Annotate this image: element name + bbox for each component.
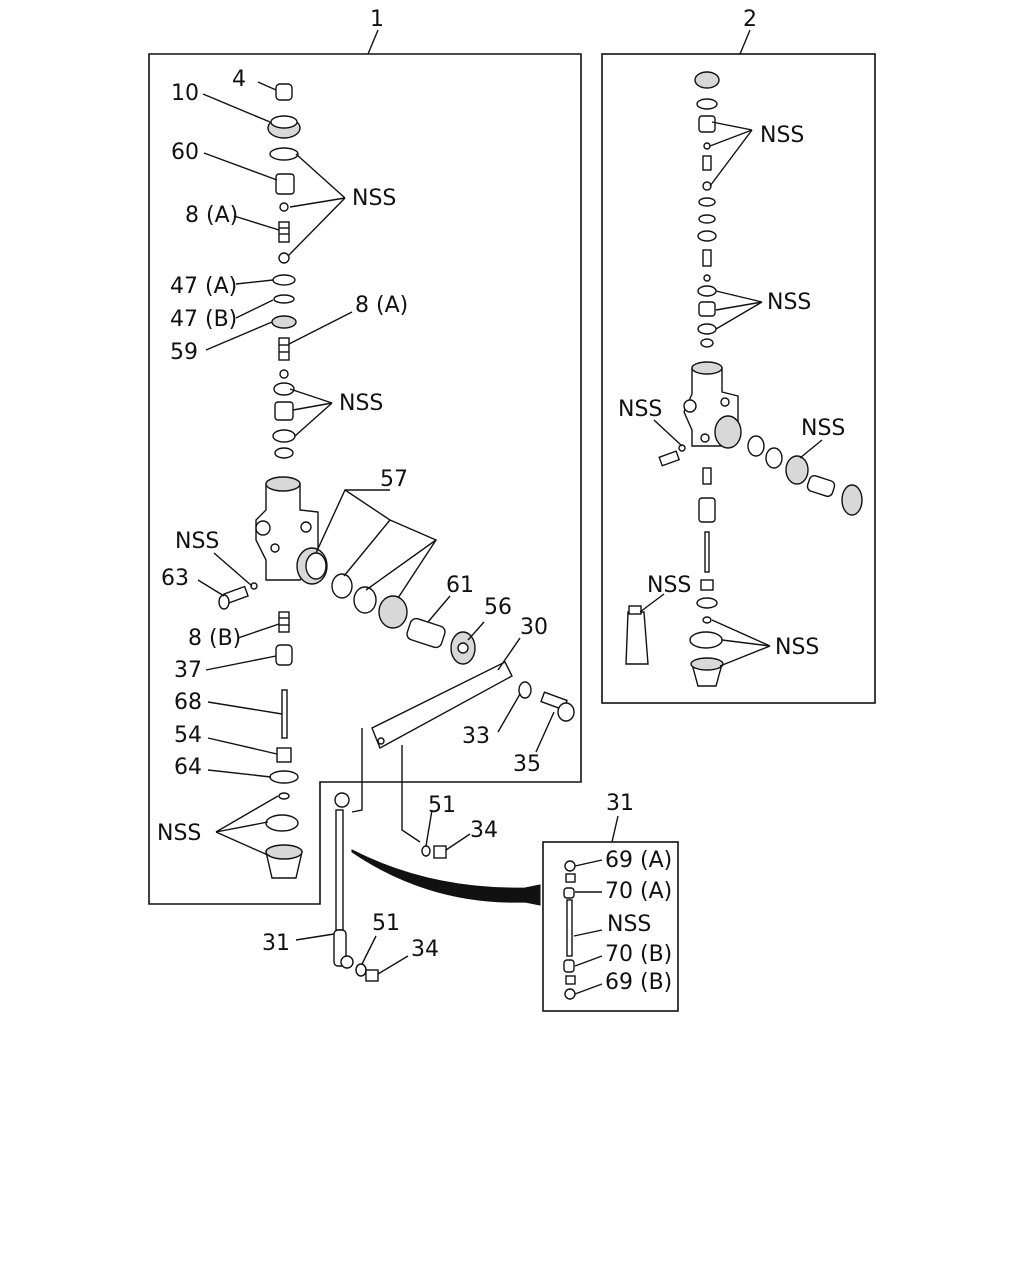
callout-nss-detail: NSS bbox=[607, 912, 651, 937]
callout-69a: 69 (A) bbox=[605, 848, 672, 873]
callout-37: 37 bbox=[174, 658, 202, 683]
callout-nss-left-3: NSS bbox=[175, 529, 219, 554]
link-rod-31 bbox=[333, 728, 447, 982]
assembly-2-label: 2 bbox=[743, 7, 757, 32]
leader-lines bbox=[197, 81, 823, 995]
callout-nss-left-4: NSS bbox=[157, 821, 201, 846]
valve-stack-right bbox=[625, 71, 863, 687]
assembly-2-frame bbox=[601, 53, 876, 704]
callout-51-upper: 51 bbox=[428, 793, 456, 818]
callout-33: 33 bbox=[462, 724, 490, 749]
callout-31-detail: 31 bbox=[606, 791, 634, 816]
callout-34-upper: 34 bbox=[470, 818, 498, 843]
callout-60: 60 bbox=[171, 140, 199, 165]
callout-64: 64 bbox=[174, 755, 202, 780]
callout-nss-right-3: NSS bbox=[618, 397, 662, 422]
callout-nss-right-6: NSS bbox=[775, 635, 819, 660]
piston-parts-57 bbox=[296, 547, 476, 665]
callout-8a-lower: 8 (A) bbox=[355, 293, 408, 318]
lever-arm-30 bbox=[371, 661, 575, 749]
callout-30: 30 bbox=[520, 615, 548, 640]
callout-68: 68 bbox=[174, 690, 202, 715]
callout-34-lower: 34 bbox=[411, 937, 439, 962]
callout-nss-right-5: NSS bbox=[647, 573, 691, 598]
callout-57: 57 bbox=[380, 467, 408, 492]
callout-63: 63 bbox=[161, 566, 189, 591]
callout-70b: 70 (B) bbox=[605, 942, 672, 967]
callout-nss-right-2: NSS bbox=[767, 290, 811, 315]
callout-69b: 69 (B) bbox=[605, 970, 672, 995]
callout-47a: 47 (A) bbox=[170, 274, 237, 299]
callout-8b: 8 (B) bbox=[188, 626, 241, 651]
detail-pointer bbox=[351, 849, 541, 906]
callout-nss-left-2: NSS bbox=[339, 391, 383, 416]
callout-4: 4 bbox=[232, 67, 246, 92]
callout-70a: 70 (A) bbox=[605, 879, 672, 904]
callout-61: 61 bbox=[446, 573, 474, 598]
callout-35: 35 bbox=[513, 752, 541, 777]
assembly-1-label: 1 bbox=[370, 7, 384, 32]
callout-31-rod: 31 bbox=[262, 931, 290, 956]
detail-31-frame bbox=[542, 841, 679, 1012]
callout-8a-upper: 8 (A) bbox=[185, 203, 238, 228]
callout-10: 10 bbox=[171, 81, 199, 106]
valve-stack-left bbox=[218, 83, 319, 879]
callout-51-lower: 51 bbox=[372, 911, 400, 936]
assembly-1-frame bbox=[148, 53, 582, 905]
callout-56: 56 bbox=[484, 595, 512, 620]
callout-59: 59 bbox=[170, 340, 198, 365]
callout-nss-right-1: NSS bbox=[760, 123, 804, 148]
callout-nss-left-1: NSS bbox=[352, 186, 396, 211]
callout-47b: 47 (B) bbox=[170, 307, 237, 332]
callout-nss-right-4: NSS bbox=[801, 416, 845, 441]
callout-54: 54 bbox=[174, 723, 202, 748]
detail-31-parts bbox=[563, 860, 576, 1000]
